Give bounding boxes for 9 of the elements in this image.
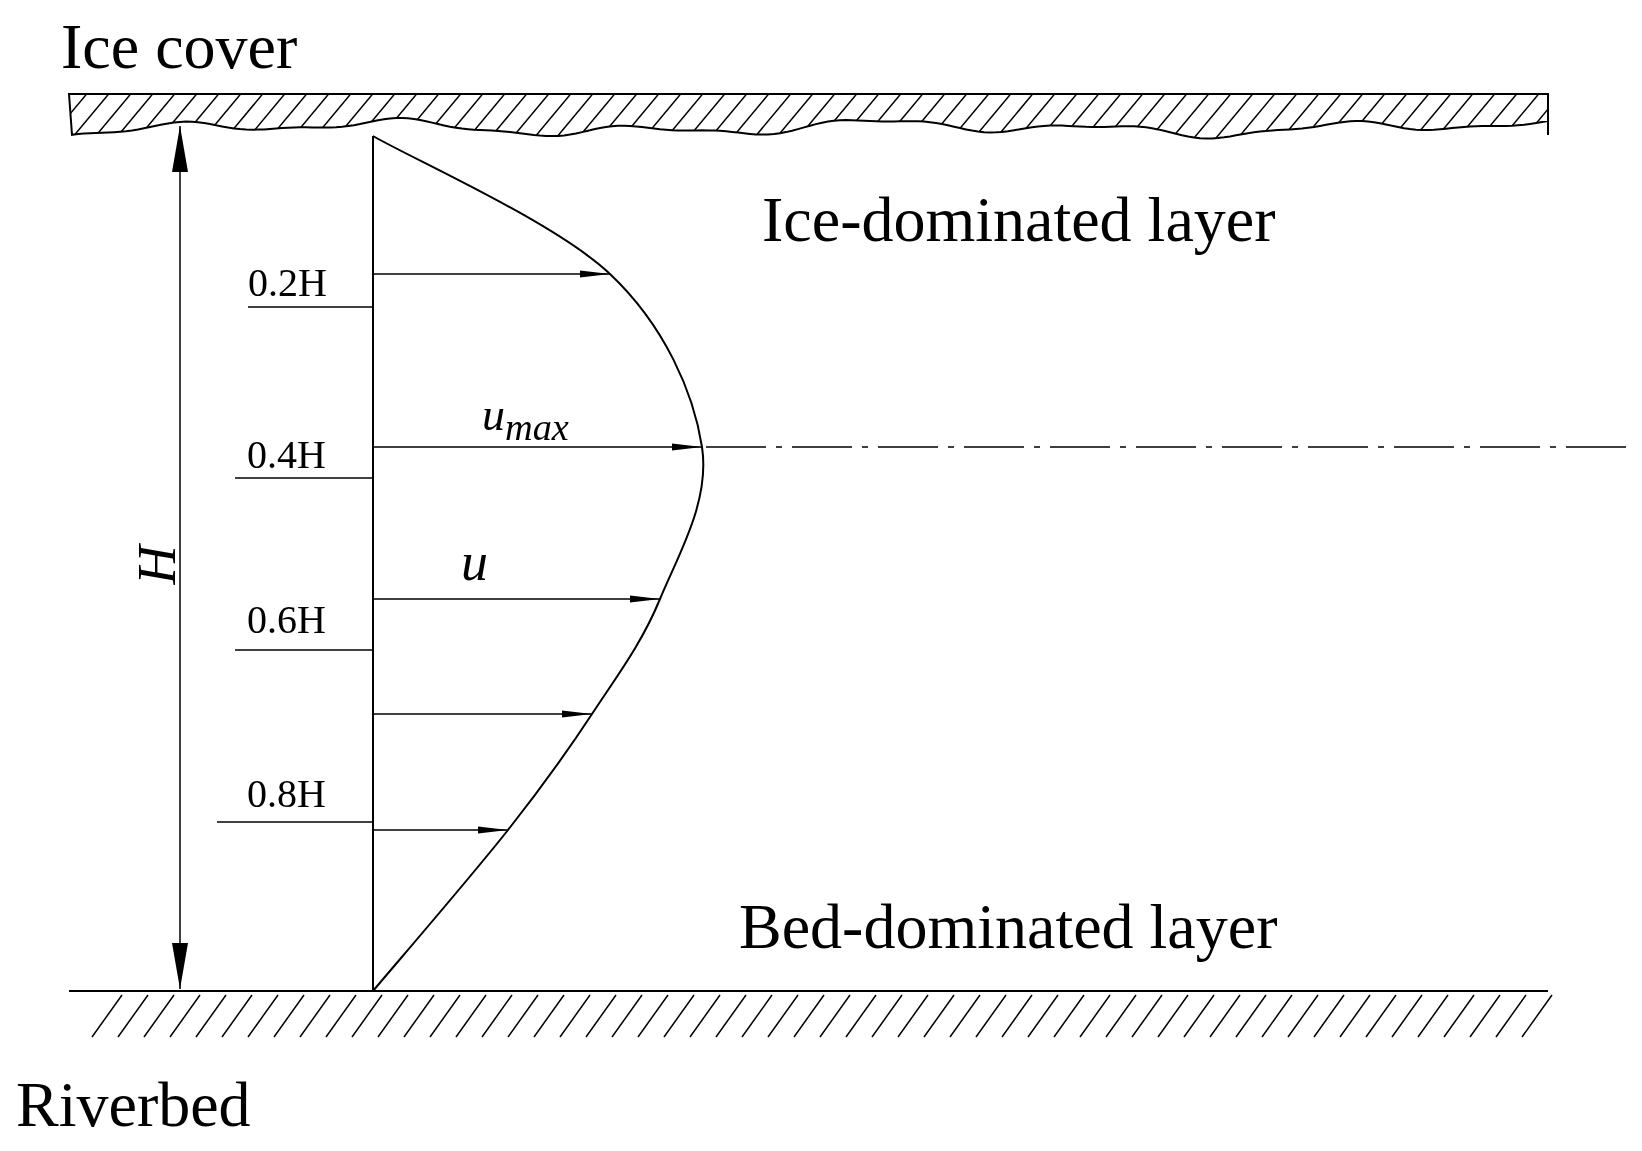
depth-symbol: H <box>130 545 184 585</box>
depth-label: 0.2H <box>248 263 327 303</box>
depth-label: 0.6H <box>247 600 326 640</box>
velocity-label: u <box>461 535 488 589</box>
layer-label: Riverbed <box>16 1073 251 1137</box>
depth-label: 0.4H <box>247 435 326 475</box>
depth-label: 0.8H <box>247 774 326 814</box>
velocity-label: u$_{max}$ <box>482 391 569 447</box>
layer-label: Ice cover <box>61 15 298 79</box>
